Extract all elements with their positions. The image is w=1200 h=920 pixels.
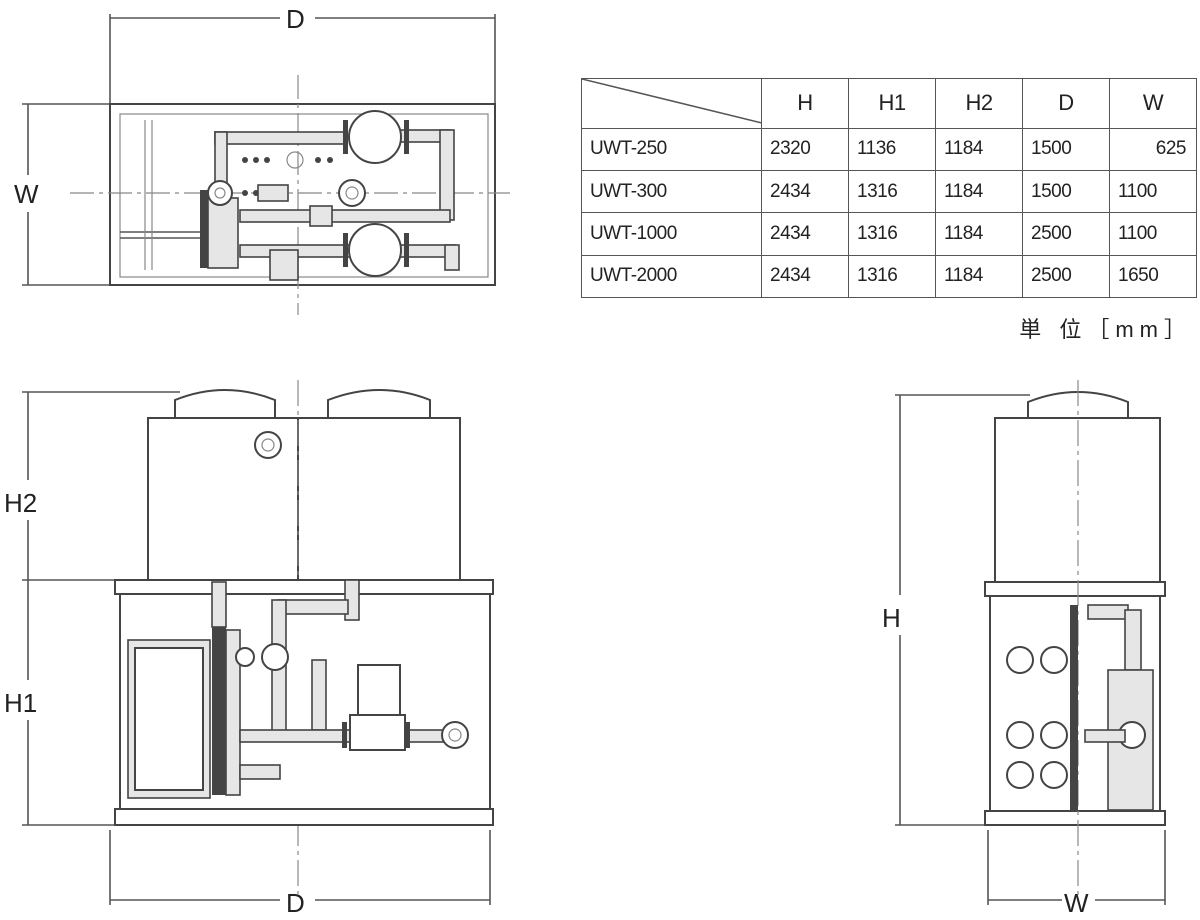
model-cell: UWT-2000 (581, 254, 762, 299)
model-cell: UWT-250 (581, 127, 762, 172)
value-cell: 1184 (935, 127, 1023, 172)
table-row: UWT-2000 2434 1316 1184 2500 1650 (581, 254, 1197, 299)
model-cell: UWT-300 (581, 169, 762, 214)
front-dim-d-label: D (286, 888, 305, 918)
value-cell: 1184 (935, 254, 1023, 299)
value-cell: 1136 (848, 127, 936, 172)
col-header-d: D (1022, 78, 1110, 129)
col-header-w: W (1109, 78, 1197, 129)
value-cell: 1184 (935, 169, 1023, 214)
table-row: UWT-300 2434 1316 1184 1500 1100 (581, 169, 1197, 214)
value-cell: 1316 (848, 254, 936, 299)
front-view: H2 H1 D (4, 380, 494, 918)
col-header-h2: H2 (935, 78, 1023, 129)
value-cell: 1500 (1022, 127, 1110, 172)
value-cell: 2434 (761, 212, 849, 256)
top-view: D W (14, 4, 510, 315)
value-cell: 1100 (1109, 212, 1197, 256)
front-dim-h2-label: H2 (4, 488, 37, 518)
value-cell: 625 (1109, 127, 1197, 172)
value-cell: 1100 (1109, 169, 1197, 214)
model-cell: UWT-1000 (581, 212, 762, 256)
value-cell: 2434 (761, 169, 849, 214)
value-cell: 2434 (761, 254, 849, 299)
front-dim-h1-label: H1 (4, 688, 37, 718)
value-cell: 1500 (1022, 169, 1110, 214)
side-dim-w-label: W (1064, 888, 1089, 918)
table-row: UWT-250 2320 1136 1184 1500 625 (581, 127, 1197, 172)
value-cell: 1316 (848, 169, 936, 214)
table-header-row: H H1 H2 D W (581, 78, 1197, 129)
dimension-table: H H1 H2 D W UWT-250 2320 1136 1184 1500 … (581, 78, 1197, 299)
table-row: UWT-1000 2434 1316 1184 2500 1100 (581, 212, 1197, 256)
value-cell: 2500 (1022, 254, 1110, 299)
top-dim-d-label: D (286, 4, 305, 34)
corner-diagonal (582, 79, 762, 124)
col-header-h: H (761, 78, 849, 129)
value-cell: 1184 (935, 212, 1023, 256)
col-header-h1: H1 (848, 78, 936, 129)
value-cell: 1650 (1109, 254, 1197, 299)
side-dim-h-label: H (882, 603, 901, 633)
unit-label: 単 位［mm］ (1019, 317, 1192, 342)
value-cell: 1316 (848, 212, 936, 256)
top-dim-w-label: W (14, 179, 39, 209)
value-cell: 2320 (761, 127, 849, 172)
table-corner-cell (581, 78, 762, 129)
value-cell: 2500 (1022, 212, 1110, 256)
side-view: H W (882, 380, 1166, 918)
